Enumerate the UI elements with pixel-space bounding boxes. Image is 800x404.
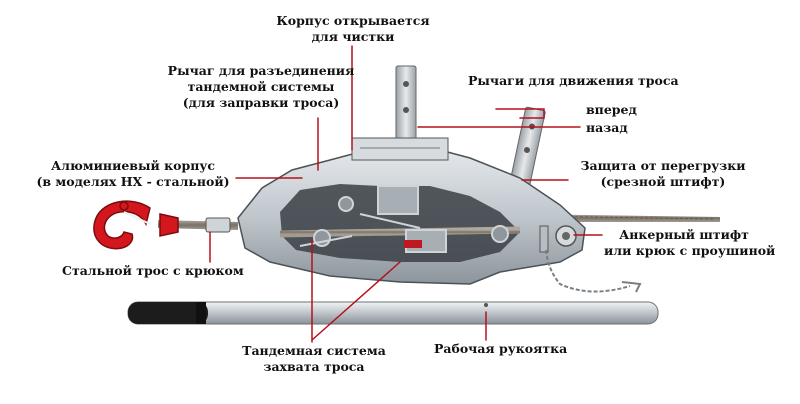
label-line: тандемной системы: [187, 79, 335, 94]
label-tandem-grip: Тандемная система захвата троса: [234, 343, 394, 375]
red-shear-plate: [404, 240, 422, 248]
forward-lever: [395, 65, 417, 145]
label-line: для чистки: [311, 29, 395, 44]
label-body-opens: Корпус открывается для чистки: [268, 13, 438, 45]
leader-lines: [209, 45, 603, 343]
label-line: Тандемная система: [242, 343, 386, 358]
label-line: (в моделях HX - стальной): [36, 174, 230, 189]
label-handle: Рабочая рукоятка: [434, 341, 567, 357]
label-line: Рычаги для движения троса: [468, 73, 679, 88]
label-aluminum-body: Алюминиевый корпус (в моделях HX - сталь…: [30, 158, 236, 190]
label-line: или крюк с проушиной: [604, 243, 776, 258]
label-line: Рабочая рукоятка: [434, 341, 568, 356]
red-hook: [93, 200, 179, 250]
label-move-levers: Рычаги для движения троса: [468, 73, 679, 89]
label-line: Рычаг для разъединения: [167, 63, 355, 78]
label-cable-hook: Стальной трос с крюком: [62, 263, 244, 279]
leader-forward: [495, 108, 545, 119]
cable-ferrule: [205, 217, 231, 233]
label-line: Защита от перегрузки: [580, 158, 746, 173]
label-overload: Защита от перегрузки (срезной штифт): [568, 158, 758, 190]
label-anchor: Анкерный штифт или крюк с проушиной: [604, 227, 776, 259]
working-handle: [127, 301, 659, 325]
label-line: Алюминиевый корпус: [50, 158, 216, 173]
label-line: Корпус открывается: [276, 13, 430, 28]
label-line: вперед: [586, 102, 637, 117]
label-forward: вперед: [586, 102, 637, 118]
top-cover: [351, 137, 449, 161]
label-line: назад: [586, 120, 628, 135]
label-line: (срезной штифт): [600, 174, 726, 189]
label-line: Стальной трос с крюком: [62, 263, 244, 278]
label-line: Анкерный штифт: [619, 227, 749, 242]
label-backward: назад: [586, 120, 628, 136]
mechanism: [299, 185, 509, 253]
label-tandem-lever: Рычаг для разъединения тандемной системы…: [166, 63, 356, 111]
label-line: (для заправки троса): [182, 95, 340, 110]
safety-chain: [545, 249, 631, 293]
label-line: захвата троса: [263, 359, 365, 374]
leader-tandem-grip-b: [311, 261, 401, 341]
